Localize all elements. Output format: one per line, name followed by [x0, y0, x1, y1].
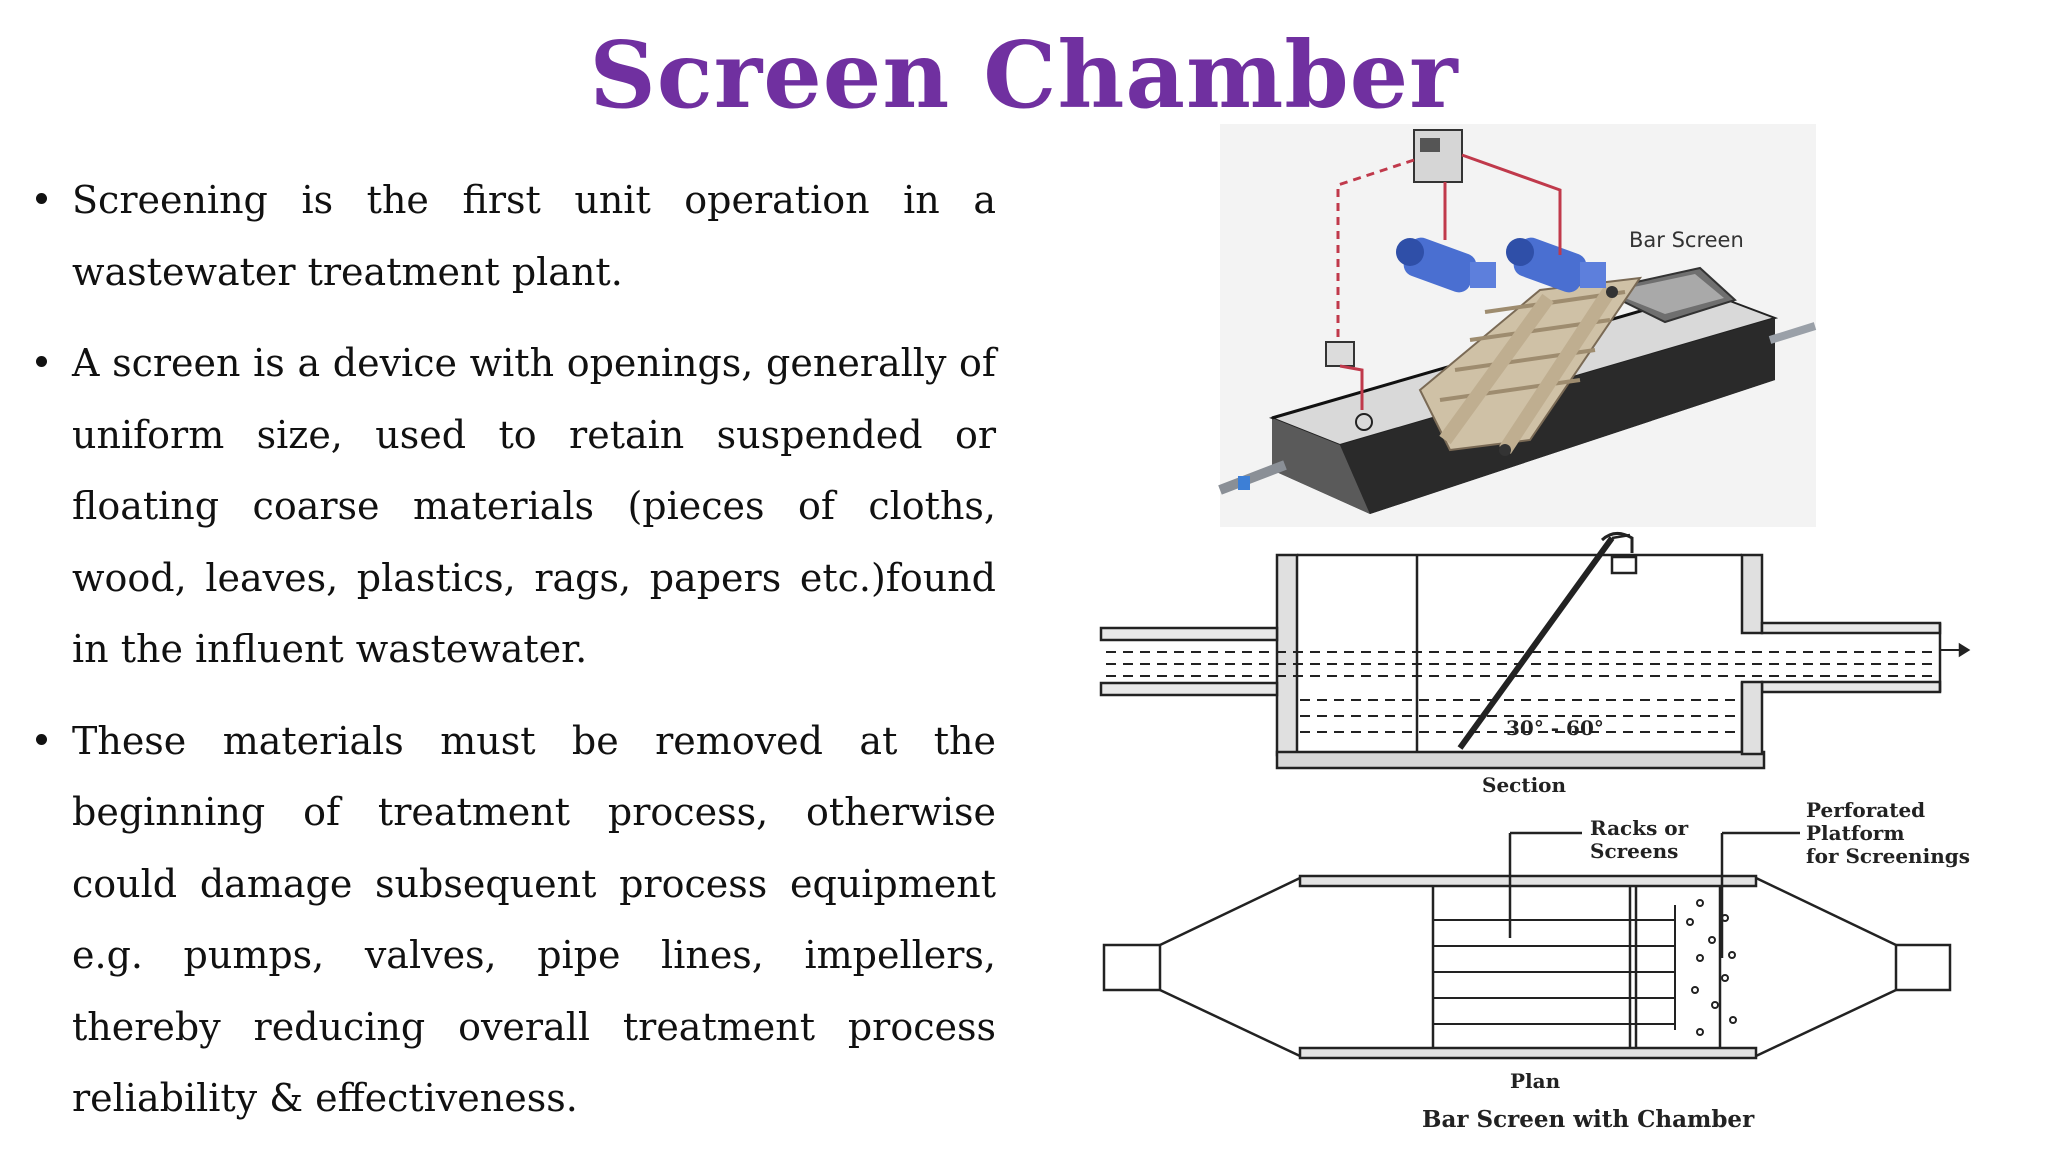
racks-label-line: Racks or — [1590, 816, 1689, 840]
motor-icon — [1506, 237, 1606, 293]
bullet-text: These materials must be removed at the b… — [72, 718, 996, 1121]
platform-label-line: for Screenings — [1806, 844, 1970, 868]
bar-screen-3d-illustration: Bar Screen — [1218, 129, 1817, 514]
plan-label: Plan — [1510, 1069, 1561, 1093]
bullet-item: These materials must be removed at the b… — [28, 706, 996, 1135]
plan-drawing — [1102, 831, 1952, 1060]
bullet-item: A screen is a device with openings, gene… — [28, 328, 996, 686]
slide-title: Screen Chamber — [589, 21, 1459, 129]
figure-caption: Bar Screen with Chamber — [1422, 1106, 1755, 1133]
sensor-box-icon — [1325, 341, 1355, 367]
platform-label-line: Platform — [1806, 821, 1904, 845]
bullet-dot — [36, 193, 47, 204]
motor-icon — [1396, 237, 1496, 293]
bullet-text: A screen is a device with openings, gene… — [72, 341, 996, 671]
racks-label: Racks or Screens — [1590, 816, 1695, 863]
racks-label-line: Screens — [1590, 839, 1678, 863]
bar-screen-label: Bar Screen — [1629, 228, 1744, 252]
control-panel-icon — [1413, 129, 1463, 183]
bullet-item: Screening is the first unit operation in… — [28, 165, 996, 308]
bullet-list: Screening is the first unit operation in… — [28, 165, 996, 1155]
platform-label-line: Perforated — [1806, 798, 1925, 822]
section-drawing — [1099, 532, 1971, 770]
platform-label: Perforated Platform for Screenings — [1806, 798, 1970, 868]
bullet-dot — [36, 356, 47, 367]
bullet-dot — [36, 733, 47, 745]
angle-label: 30° - 60° — [1506, 716, 1604, 740]
section-label: Section — [1482, 773, 1567, 797]
bullet-text: Screening is the first unit operation in… — [72, 178, 996, 294]
